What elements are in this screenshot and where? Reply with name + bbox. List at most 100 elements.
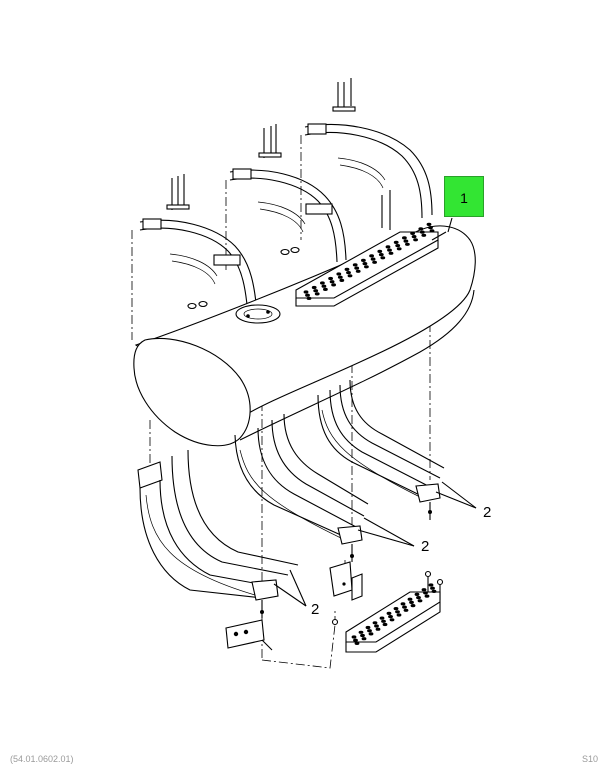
perforation-hole	[409, 600, 414, 605]
perforation-hole	[314, 292, 320, 296]
perforation-hole	[347, 274, 353, 278]
perforation-hole	[368, 632, 374, 636]
perforation-hole	[337, 275, 343, 279]
footer-drawing-id: (54.01.0602.01)	[10, 754, 74, 764]
perforation-hole	[395, 244, 401, 248]
perforation-hole	[367, 629, 372, 633]
perforation-hole	[331, 283, 336, 287]
perforation-hole	[362, 262, 368, 266]
upper-strap-front	[139, 218, 271, 356]
perforation-hole	[361, 258, 366, 262]
item-1-hotspot[interactable]: 1	[444, 176, 484, 217]
perforation-hole	[402, 236, 407, 240]
perforation-hole	[354, 641, 360, 646]
perforation-hole	[377, 249, 383, 253]
perforation-hole	[372, 621, 378, 625]
fuel-tank	[133, 225, 476, 447]
perforation-hole	[411, 235, 417, 239]
perforation-hole	[313, 289, 319, 293]
perforation-hole	[380, 256, 386, 260]
perforation-hole	[387, 248, 392, 252]
perforation-hole	[374, 624, 379, 628]
perforation-hole	[431, 589, 437, 594]
upper-strap-rear	[304, 123, 433, 230]
perforation-hole	[379, 616, 385, 620]
perforation-hole	[428, 226, 433, 230]
perforation-hole	[321, 284, 327, 288]
perforation-hole	[430, 586, 435, 590]
perforation-hole	[396, 613, 402, 617]
perforation-hole	[405, 242, 410, 246]
perforation-hole	[355, 269, 361, 273]
perforation-hole	[375, 627, 381, 631]
perforation-hole	[336, 272, 342, 276]
perforation-hole	[421, 588, 427, 592]
perforation-hole	[403, 239, 409, 243]
perforation-hole	[385, 245, 391, 249]
callout-2-middle: 2	[421, 538, 430, 555]
perforation-hole	[410, 231, 415, 235]
lower-bracket-front	[137, 449, 299, 618]
perforation-hole	[329, 280, 335, 284]
bolt-group-front	[166, 174, 190, 210]
perforation-hole	[328, 276, 333, 281]
perforation-hole	[429, 229, 435, 233]
perforation-hole	[361, 637, 367, 641]
perforation-hole	[320, 281, 325, 285]
perforation-hole	[423, 591, 428, 595]
perforation-hole	[428, 583, 434, 587]
bolt-group-middle	[258, 124, 282, 158]
perforation-hole	[402, 605, 407, 609]
perforation-hole	[381, 619, 386, 623]
perforation-hole	[396, 247, 402, 251]
perforation-hole	[323, 287, 328, 291]
callout-2-right: 2	[483, 504, 492, 521]
perforation-hole	[358, 630, 364, 634]
perforation-hole	[369, 254, 374, 258]
perforation-hole	[305, 293, 310, 297]
perforation-hole	[426, 222, 432, 226]
perforation-hole	[416, 596, 421, 600]
perforation-hole	[339, 278, 345, 282]
perforation-hole	[388, 615, 393, 619]
callout-2-left: 2	[311, 601, 320, 618]
perforation-hole	[370, 257, 376, 261]
perforation-hole	[352, 263, 358, 267]
leader-lines	[273, 481, 477, 607]
perforation-hole	[386, 611, 392, 616]
perforation-hole	[407, 597, 413, 601]
perforation-hole	[395, 610, 400, 614]
perforation-hole	[382, 622, 388, 627]
perforation-hole	[424, 594, 430, 598]
perforation-hole	[364, 265, 369, 269]
perforation-hole	[393, 240, 399, 244]
perforation-hole	[389, 618, 395, 622]
perforation-hole	[311, 285, 317, 290]
perforation-hole	[372, 260, 377, 264]
perforation-hole	[353, 638, 358, 642]
perforation-hole	[414, 592, 420, 597]
perforation-hole	[410, 604, 416, 608]
perforation-hole	[351, 635, 357, 639]
perforation-hole	[346, 271, 351, 275]
perforation-hole	[393, 607, 399, 611]
perforation-hole	[413, 238, 418, 242]
upper-strap-middle	[229, 168, 347, 263]
bolt-group-rear	[332, 78, 356, 112]
perforation-hole	[388, 251, 394, 255]
perforation-hole	[306, 296, 312, 300]
perforation-hole	[421, 233, 427, 237]
footer-sheet-code: S10	[582, 754, 599, 764]
perforation-hole	[418, 227, 424, 231]
perforation-hole	[344, 267, 350, 271]
perforation-hole	[400, 602, 406, 606]
callout-1-label: 1	[460, 190, 468, 206]
perforation-hole	[354, 266, 360, 270]
lower-bracket-rear	[317, 379, 445, 520]
perforation-hole	[365, 625, 371, 630]
perforation-hole	[303, 290, 309, 294]
perforation-hole	[360, 633, 365, 638]
lower-bracket-middle	[234, 413, 369, 562]
